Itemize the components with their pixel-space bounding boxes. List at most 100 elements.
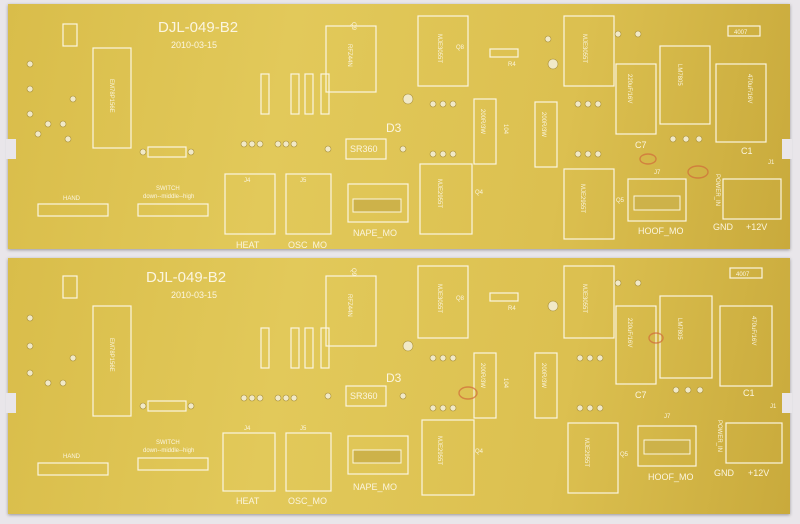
j4-label: J4 xyxy=(244,178,251,184)
ic-label: EM78P156E xyxy=(108,79,114,113)
capacitor-c1 xyxy=(719,305,773,387)
mje3055t-label: MJE3055T xyxy=(581,34,587,63)
connector-hoof xyxy=(637,425,697,467)
transistor-rfz44n xyxy=(325,25,377,93)
rfz44n-label: RFZ44N xyxy=(346,44,352,67)
c104-label: 104 xyxy=(502,124,508,135)
q4-label: Q4 xyxy=(475,449,484,455)
ic-label: EM78P156E xyxy=(108,338,114,372)
board-title: DJL-049-B2 xyxy=(158,19,238,36)
connector-power xyxy=(722,178,782,220)
component-outline xyxy=(62,23,78,47)
ic-outline xyxy=(92,47,132,149)
transistor-rfz44n xyxy=(325,275,377,347)
board-date: 2010-03-15 xyxy=(171,290,217,300)
cap220-label: 220uF/16V xyxy=(626,318,632,347)
connector-heat xyxy=(222,432,276,492)
q5-label: Q5 xyxy=(620,452,629,458)
mje2955t-label: MJE2955T xyxy=(579,184,585,213)
pcb-silkscreen-bottom: DJL-049-B2 2010-03-15 EM78P156E HAND SWI… xyxy=(26,265,783,506)
connector-osc xyxy=(285,173,332,235)
heat-label: HEAT xyxy=(236,240,260,249)
power-label: POWER_IN xyxy=(714,174,720,206)
nape-label: NAPE_MO xyxy=(353,482,397,492)
diode-4007 xyxy=(727,25,761,37)
mje3055t-label: MJE3055T xyxy=(436,34,442,63)
mje3055t-label: MJE3055T xyxy=(436,284,442,313)
switch-sub-label: down--middle--high xyxy=(143,194,194,200)
connector-osc xyxy=(285,432,332,492)
v12-label: +12V xyxy=(748,468,769,478)
j7-label: J7 xyxy=(654,170,661,176)
board-notch xyxy=(782,393,792,413)
connector-power xyxy=(725,422,783,464)
j1-label: J1 xyxy=(768,160,775,166)
mje3055t-label: MJE3055T xyxy=(581,284,587,313)
resistor-200r xyxy=(534,352,558,419)
gnd-label: GND xyxy=(713,222,734,232)
q8-label: Q8 xyxy=(456,45,465,51)
j7-label: J7 xyxy=(664,414,671,420)
board-date: 2010-03-15 xyxy=(171,40,217,50)
d4007-label: 4007 xyxy=(734,30,748,36)
cap220-label: 220uF/16V xyxy=(626,74,632,103)
v12-label: +12V xyxy=(746,222,767,232)
lm7805-label: LM7805 xyxy=(676,64,682,86)
pcb-board-top: DJL-049-B2 2010-03-15 EM78P156E HAND SWI… xyxy=(6,4,792,249)
transistor-mje2955t xyxy=(567,422,619,494)
sr360-label: SR360 xyxy=(350,391,378,401)
heat-label: HEAT xyxy=(236,496,260,506)
mje2955t-label: MJE2955T xyxy=(436,436,442,465)
header-hand xyxy=(37,462,109,476)
osc-label: OSC_MO xyxy=(288,496,327,506)
q9-label: Q9 xyxy=(350,268,356,277)
d3-label: D3 xyxy=(386,121,402,135)
hand-label: HAND xyxy=(63,454,81,460)
switch-label: SWITCH xyxy=(156,186,180,192)
solder-pads xyxy=(402,30,703,158)
board-title: DJL-049-B2 xyxy=(146,269,226,286)
c7-label: C7 xyxy=(635,390,647,400)
mje2955t-label: MJE2955T xyxy=(583,438,589,467)
connector-heat xyxy=(224,173,276,235)
sr360-label: SR360 xyxy=(350,144,378,154)
res200a-label: 200R/3W xyxy=(479,109,485,134)
r4-label: R4 xyxy=(508,62,516,68)
pcb-board-bottom: DJL-049-B2 2010-03-15 EM78P156E HAND SWI… xyxy=(6,258,792,514)
hoof-label: HOOF_MO xyxy=(638,226,684,236)
q9-label: Q9 xyxy=(350,22,356,31)
board-notch xyxy=(782,139,792,159)
j5-label: J5 xyxy=(300,178,307,184)
capacitor-c1 xyxy=(715,63,767,143)
pcb-silkscreen-top: DJL-049-B2 2010-03-15 EM78P156E HAND SWI… xyxy=(26,15,782,249)
res200b-label: 200R/3W xyxy=(540,112,546,137)
d4007-label: 4007 xyxy=(736,272,750,278)
header-switch xyxy=(137,457,209,471)
capacitor-c7 xyxy=(615,63,657,135)
hoof-label: HOOF_MO xyxy=(648,472,694,482)
nape-label: NAPE_MO xyxy=(353,228,397,238)
diode-sr360 xyxy=(345,385,387,407)
hand-label: HAND xyxy=(63,196,81,202)
transistor-mje3055t xyxy=(417,265,469,339)
capacitor-c7 xyxy=(615,305,657,385)
solder-pads xyxy=(402,279,704,412)
regulator-lm7805 xyxy=(659,45,711,125)
r4-label: R4 xyxy=(508,306,516,312)
q4-label: Q4 xyxy=(475,190,484,196)
resistor-200r xyxy=(473,98,497,165)
res200a-label: 200R/3W xyxy=(479,363,485,388)
cap470-label: 470uF/16V xyxy=(746,74,752,103)
transistor-mje3055t xyxy=(563,15,615,87)
gnd-label: GND xyxy=(714,468,735,478)
header-switch xyxy=(137,203,209,217)
cap470-label: 470uF/16V xyxy=(750,316,756,345)
c104-label: 104 xyxy=(502,378,508,389)
lm7805-label: LM7805 xyxy=(676,318,682,340)
c7-label: C7 xyxy=(635,140,647,150)
transistor-mje2955t xyxy=(419,163,473,235)
transistor-mje2955t xyxy=(421,419,475,496)
diode-4007 xyxy=(729,267,763,279)
rfz44n-label: RFZ44N xyxy=(346,294,352,317)
